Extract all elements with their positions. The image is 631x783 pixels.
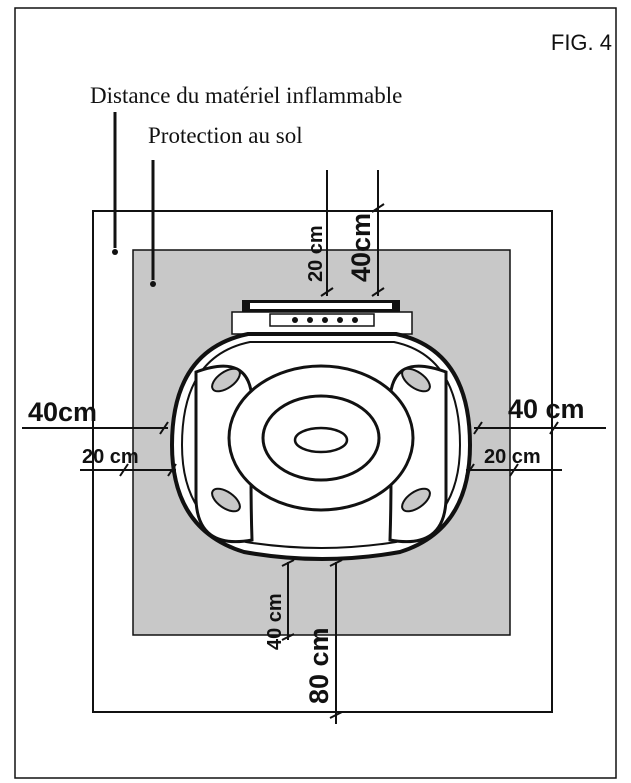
dim-label-left-outer: 40cm: [28, 397, 97, 427]
dim-label-left-inner: 20 cm: [82, 446, 139, 468]
stove-control-knob: [292, 317, 298, 323]
leader-flammable-distance-dot: [112, 249, 118, 255]
stove-control-knob: [337, 317, 343, 323]
right-handle-slot: [401, 367, 431, 393]
dim-label-top-inner: 20 cm: [305, 225, 327, 282]
dim-label-bottom-outer: 80 cm: [304, 627, 334, 704]
dim-tick-top-outer-end: [371, 287, 385, 297]
dim-tick-bottom-inner-end: [281, 633, 295, 641]
left-handle-slot: [211, 487, 241, 513]
stove-top-view: [169, 300, 473, 561]
dim-tick-bottom-outer-end: [329, 711, 343, 719]
stove-top-center: [293, 426, 349, 454]
dim-tick-top-inner: [320, 287, 334, 297]
legend-flammable-distance: Distance du matériel inflammable: [90, 83, 402, 108]
dim-tick-right-outer: [473, 421, 483, 435]
right-handle-slot: [401, 487, 431, 513]
stove-control-knob: [307, 317, 313, 323]
legend-floor-protection: Protection au sol: [148, 123, 303, 148]
dim-tick-bottom-inner: [281, 559, 295, 567]
dim-label-bottom-inner: 40 cm: [264, 593, 286, 650]
left-handle-slot: [211, 367, 241, 393]
dim-label-right-inner: 20 cm: [484, 446, 541, 468]
figure-label: FIG. 4: [551, 30, 612, 55]
stove-back-bar-inner: [250, 303, 392, 309]
stove-control-knob: [352, 317, 358, 323]
dim-tick-left-inner-end: [167, 463, 177, 477]
leader-floor-protection-dot: [150, 281, 156, 287]
dim-label-right-outer: 40 cm: [508, 394, 585, 424]
dim-label-top-outer: 40cm: [346, 213, 376, 282]
dim-tick-top-outer: [371, 203, 385, 213]
stove-control-knob: [322, 317, 328, 323]
dim-tick-left-inner: [119, 463, 129, 477]
dim-tick-right-inner: [465, 463, 475, 477]
dim-tick-right-inner-end: [509, 463, 519, 477]
dim-tick-bottom-outer: [329, 559, 343, 567]
dim-tick-left-outer: [159, 421, 169, 435]
dim-tick-right-outer-end: [549, 421, 559, 435]
stove-body-rim: [180, 341, 462, 549]
